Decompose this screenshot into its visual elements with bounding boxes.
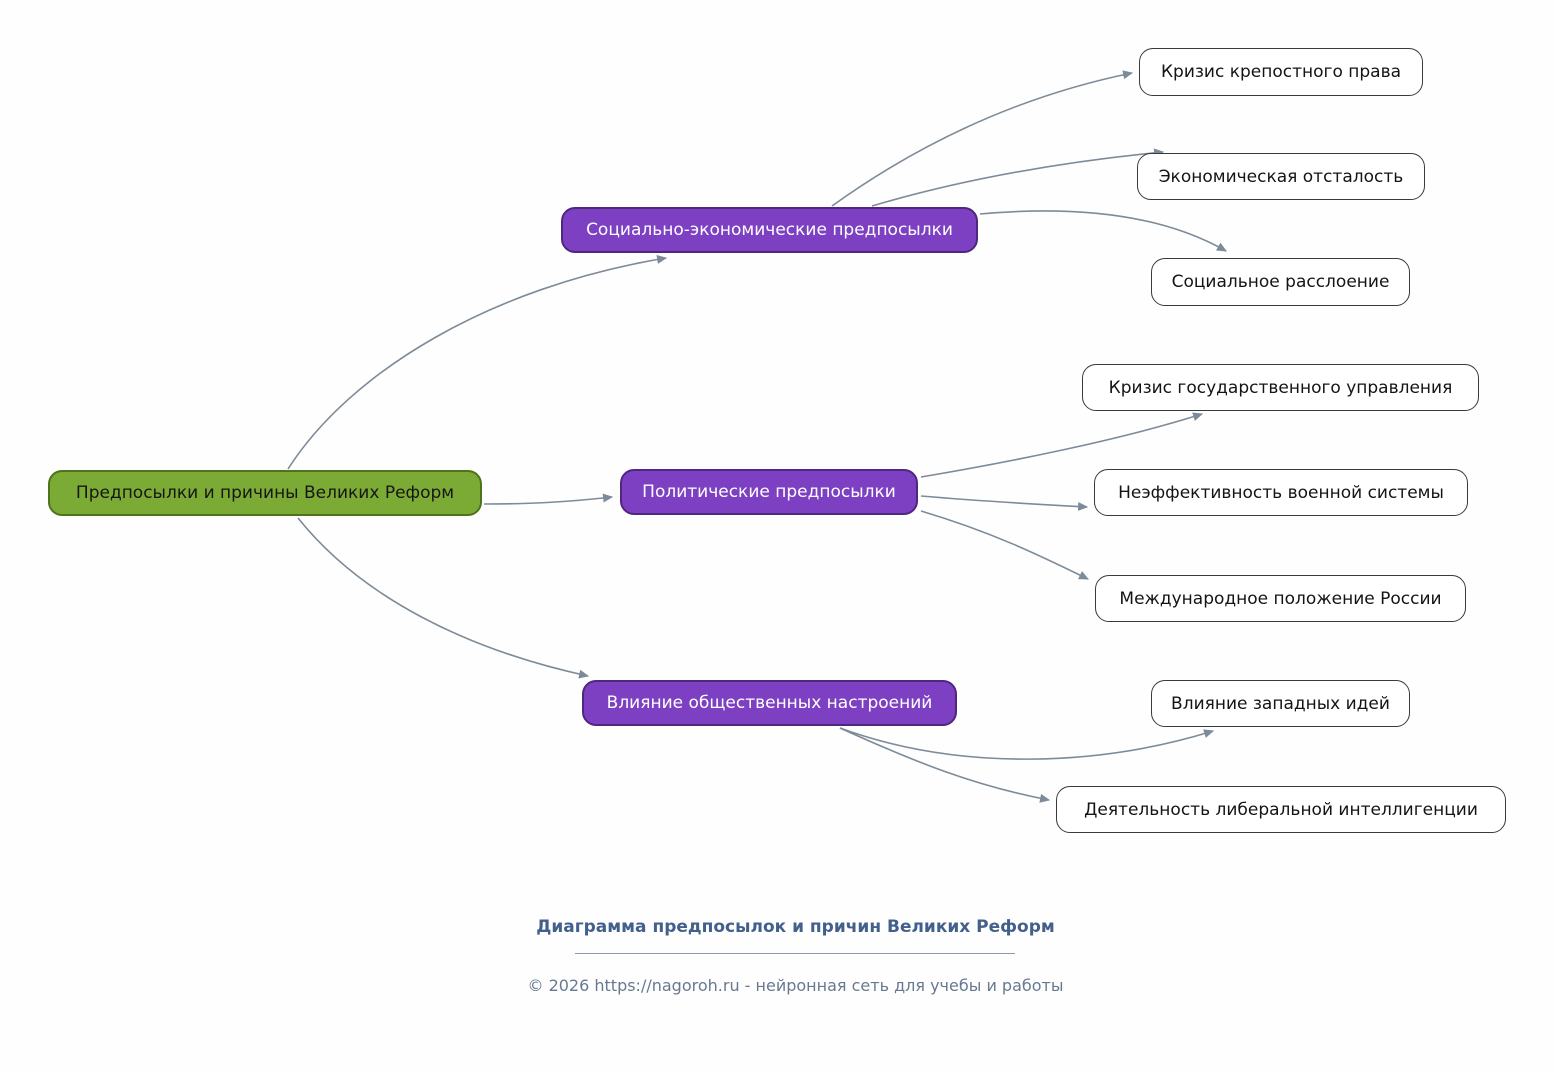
- edge-political-to-international-position: [920, 510, 1090, 580]
- diagram-caption: Диаграмма предпосылок и причин Великих Р…: [536, 917, 1055, 937]
- edge-public-moods-to-western-ideas: [839, 727, 1215, 760]
- edge-political-to-state-governance-crisis: [920, 412, 1204, 478]
- leaf-node-international-position: Международное положение России: [1095, 575, 1466, 622]
- edge-socioeconomic-to-social-stratification: [979, 210, 1227, 252]
- leaf-node-state-governance-crisis: Кризис государственного управления: [1082, 364, 1479, 411]
- edge-root-to-political: [483, 493, 614, 505]
- copyright-text: © 2026 https://nagoroh.ru - нейронная се…: [527, 976, 1064, 995]
- branch-node-socioeconomic: Социально-экономические предпосылки: [561, 207, 978, 253]
- caption-divider: [575, 953, 1015, 954]
- edge-root-to-socioeconomic: [287, 255, 668, 470]
- root-node: Предпосылки и причины Великих Реформ: [48, 470, 482, 516]
- branch-node-political: Политические предпосылки: [620, 469, 918, 515]
- leaf-node-military-inefficiency: Неэффективность военной системы: [1094, 469, 1468, 516]
- edge-root-to-public-moods: [297, 517, 590, 679]
- leaf-node-economic-backwardness: Экономическая отсталость: [1137, 153, 1425, 200]
- branch-node-public-moods: Влияние общественных настроений: [582, 680, 957, 726]
- edge-political-to-military-inefficiency: [920, 495, 1089, 512]
- edge-socioeconomic-to-economic-backwardness: [871, 148, 1165, 207]
- leaf-node-liberal-intelligentsia: Деятельность либеральной интеллигенции: [1056, 786, 1506, 833]
- leaf-node-serfdom-crisis: Кризис крепостного права: [1139, 48, 1423, 96]
- edge-socioeconomic-to-serfdom-crisis: [831, 70, 1134, 207]
- edge-public-moods-to-liberal-intelligentsia: [839, 727, 1051, 803]
- leaf-node-western-ideas: Влияние западных идей: [1151, 680, 1410, 727]
- leaf-node-social-stratification: Социальное расслоение: [1151, 258, 1410, 306]
